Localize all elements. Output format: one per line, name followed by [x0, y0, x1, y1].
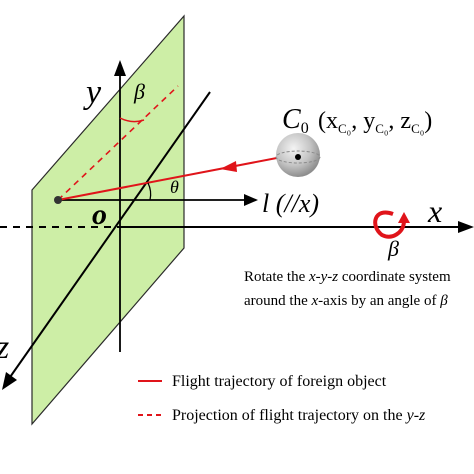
rotation-note-line1: Rotate the x-y-z coordinate system [244, 269, 451, 285]
legend-dashed-label: Projection of flight trajectory on the y… [172, 407, 426, 424]
rotation-arrowhead [398, 212, 410, 223]
object-coordinates: (xC₀, yC₀, zC₀) [318, 108, 432, 136]
object-label-sub: 0 [301, 120, 309, 137]
flight-trajectory-line [57, 156, 283, 201]
coords-sep-y: , y [351, 108, 375, 134]
coords-close: ) [424, 108, 432, 134]
z-axis-arrowhead [2, 372, 17, 390]
note2-prefix: around the [244, 293, 311, 309]
projection-dashed-line [57, 85, 179, 201]
rotation-note-line2: around the x-axis by an angle of β [244, 293, 448, 309]
note2-suffix: -axis by an angle of [318, 293, 440, 309]
origin-label: o [92, 198, 107, 231]
coords-z-sub: C₀ [411, 121, 424, 136]
rotation-beta-label: β [387, 236, 399, 261]
coords-open: (x [318, 108, 338, 134]
note1-prefix: Rotate the [244, 269, 309, 285]
object-label: C0 [282, 104, 309, 137]
beta-angle-label: β [133, 79, 145, 104]
trajectory-arrowhead [220, 161, 237, 172]
beta-angle-arc [119, 117, 145, 123]
theta-angle-label: θ [170, 177, 179, 197]
sphere-center-point [295, 154, 301, 160]
legend-dashed-prefix: Projection of flight trajectory on the [172, 407, 407, 424]
trajectory-start-point [54, 196, 62, 204]
l-axis-label: l (//x) [262, 189, 319, 218]
coords-y-sub: C₀ [375, 121, 388, 136]
note1-suffix: coordinate system [338, 269, 451, 285]
note1-axes: x-y-z [308, 269, 338, 285]
rotation-arrow [373, 210, 406, 239]
coords-sep-z: , z [388, 108, 411, 134]
coords-x-sub: C₀ [338, 121, 351, 136]
x-axis-label: x [427, 193, 442, 229]
note2-angle: β [439, 293, 448, 309]
z-axis [7, 91, 211, 381]
object-label-main: C [282, 104, 301, 135]
sphere-equator [275, 150, 321, 164]
yz-plane [31, 14, 185, 426]
y-axis-arrowhead [114, 60, 126, 76]
y-axis-label: y [83, 74, 102, 111]
l-axis-arrowhead [244, 194, 258, 206]
legend-dashed-plane: y-z [405, 407, 426, 424]
x-axis-arrowhead [458, 221, 474, 233]
theta-angle-arc [147, 182, 152, 201]
z-axis-label: z [0, 329, 9, 366]
note2-axis: x [310, 293, 318, 309]
legend-solid-label: Flight trajectory of foreign object [172, 373, 387, 390]
